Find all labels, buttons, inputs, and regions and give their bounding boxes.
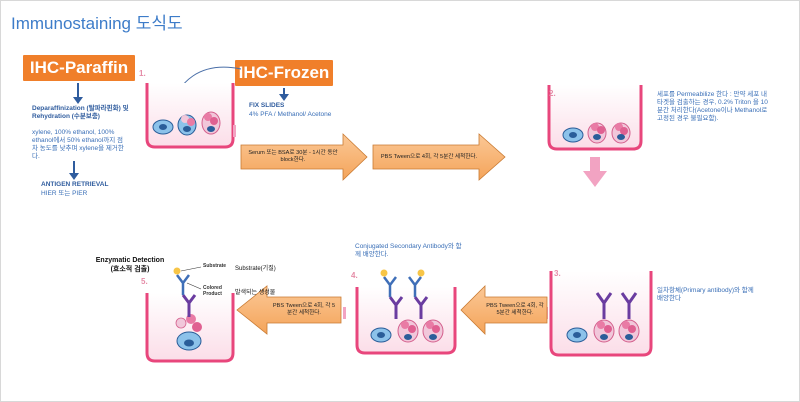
diagram-title: Immunostaining 도식도: [11, 14, 183, 33]
arrow-pbs2-shape: [460, 285, 548, 335]
down-arrow-pink: [583, 157, 607, 187]
down-arrow-antigen: [69, 161, 79, 180]
step-3-number: 3.: [554, 269, 561, 278]
well-4: [355, 269, 457, 355]
fix-desc: 4% PFA / Methanol/ Acetone: [249, 111, 332, 118]
arrow-pbs1-label: PBS Tween으로 4회, 각 5분간 세척한다.: [380, 154, 478, 160]
well-3: [549, 271, 653, 357]
step-5-number: 5.: [141, 277, 148, 286]
arrow-pbs3-label: PBS Tween으로 4회, 각 5분간 세척한다.: [272, 303, 336, 316]
ihc-frozen-box: IHC-Frozen: [235, 60, 333, 86]
down-arrow-frozen: [279, 88, 289, 101]
primary-antibody-desc: 일차항체(Primary antibody)와 함께 배양한다: [657, 287, 754, 302]
fix-title: FIX SLIDES: [249, 102, 285, 109]
step-1-number: 1.: [139, 69, 146, 78]
antigen-title: ANTIGEN RETRIEVAL: [41, 181, 109, 188]
deparaffin-title: Deparaffinization (탈파라핀화) 및 Rehydration …: [32, 105, 129, 120]
permeabilize-desc: 세포를 Permeabilize 한다 : 만약 세포 내 타겟을 검출하는 경…: [657, 91, 768, 122]
substrate-label: Substrate: [203, 263, 227, 269]
deparaffin-desc: xylene, 100% ethanol, 100% ethanol에서 50%…: [32, 129, 124, 160]
down-arrow-paraffin: [73, 83, 83, 104]
substrate-desc: Substrate(기질): [235, 266, 276, 272]
arrow-serum-shape: [240, 133, 368, 181]
enzymatic-subtitle: (효소적 검출): [110, 266, 150, 273]
secondary-antibody-desc: Conjugated Secondary Antibody와 함께 배양한다.: [355, 243, 462, 258]
well-2: [547, 85, 643, 151]
ihc-paraffin-box: IHC-Paraffin: [23, 55, 135, 81]
arrow-serum-label: Serum 또는 BSA로 30분 - 1시간 동안 block한다.: [248, 150, 338, 163]
enzymatic-title: Enzymatic Detection: [95, 257, 165, 264]
colored-product-desc: 발색되는 생성물: [235, 290, 276, 296]
step-4-number: 4.: [351, 271, 358, 280]
step-2-number: 2.: [549, 89, 556, 98]
well-1: [145, 83, 235, 149]
arrow-pbs1-shape: [372, 133, 506, 181]
arrow-pbs3-shape: [236, 285, 342, 335]
antigen-desc: HIER 또는 PIER: [41, 190, 88, 197]
well-5: [145, 266, 235, 363]
colored-product-label: Colored Product: [203, 285, 222, 297]
arrow-pbs2-label: PBS Tween으로 4회, 각 5분간 세척한다.: [486, 303, 544, 316]
